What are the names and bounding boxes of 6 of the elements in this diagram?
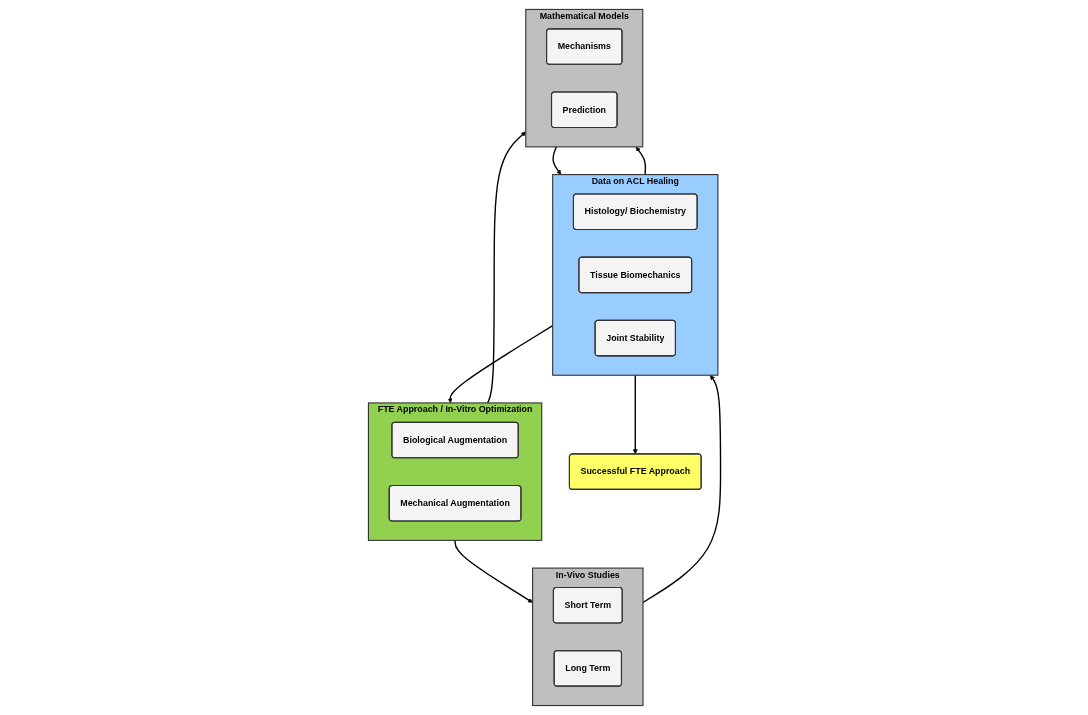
arrow (635, 146, 646, 176)
arrow (453, 539, 533, 603)
arrow (551, 146, 561, 175)
arrow (447, 325, 553, 404)
arrow (632, 374, 638, 455)
arrow (486, 131, 526, 404)
